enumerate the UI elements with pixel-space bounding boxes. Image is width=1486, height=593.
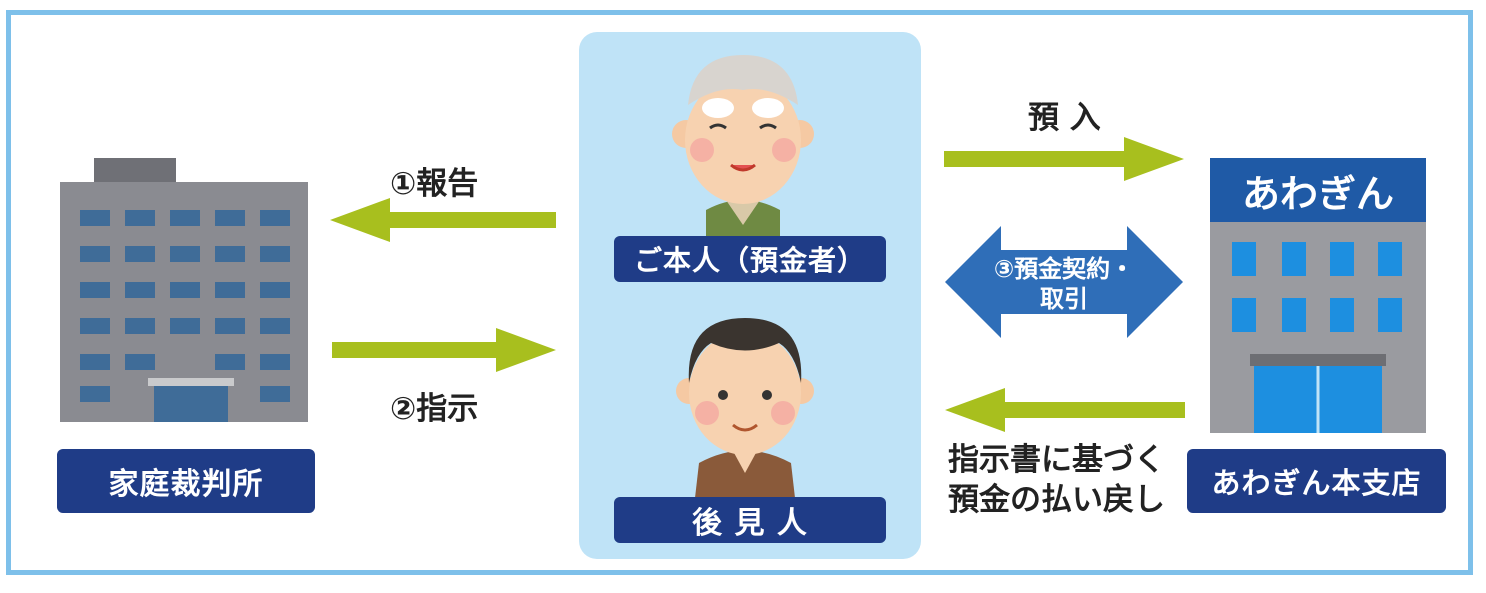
withdrawal-label-line2: 預金の払い戻し xyxy=(948,480,1165,520)
withdrawal-label-line1: 指示書に基づく xyxy=(948,440,1165,480)
principal-label: ご本人（預金者） xyxy=(614,236,886,282)
withdrawal-label: 指示書に基づく 預金の払い戻し xyxy=(948,440,1165,520)
contract-label: ③預金契約・ 取引 xyxy=(985,254,1143,314)
building-icon xyxy=(60,158,315,423)
deposit-arrow xyxy=(944,134,1184,184)
man-icon xyxy=(675,313,815,498)
report-label: ①報告 xyxy=(390,158,478,203)
elderly-man-icon xyxy=(668,50,818,240)
instruction-arrow xyxy=(332,325,556,375)
withdrawal-arrow xyxy=(945,385,1185,435)
deposit-label: 預 入 xyxy=(1028,92,1101,137)
bank-sign: あわぎん xyxy=(1210,158,1426,222)
contract-label-line2: 取引 xyxy=(985,284,1143,314)
contract-label-line1: ③預金契約・ xyxy=(985,254,1143,284)
bank-label: あわぎん本支店 xyxy=(1187,449,1446,513)
guardian-label: 後 見 人 xyxy=(614,497,886,543)
court-label: 家庭裁判所 xyxy=(57,449,315,513)
instruction-label: ②指示 xyxy=(390,383,478,428)
